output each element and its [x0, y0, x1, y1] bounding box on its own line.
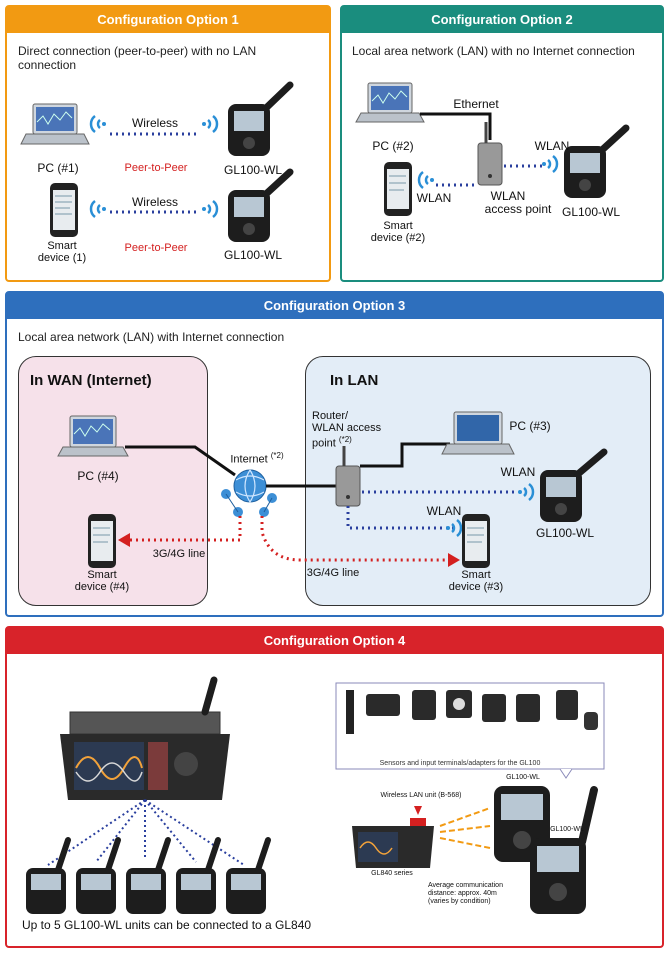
smartphone-icon [50, 183, 78, 237]
gl100-logger-icon [226, 837, 271, 914]
laptop-icon [355, 82, 425, 123]
gl100-logger-icon [26, 837, 71, 914]
option1-title: Configuration Option 1 [7, 7, 329, 33]
arrow-left-icon [118, 533, 130, 547]
gl100-label: GL100-WL [561, 205, 621, 219]
wlan-label: WLAN [500, 465, 536, 479]
signal-waves [439, 807, 491, 849]
p2p-label: Peer-to-Peer [124, 242, 188, 254]
wireless-waves-icon [417, 171, 434, 189]
option3-description: Local area network (LAN) with Internet c… [18, 330, 285, 344]
access-point-label-b: access point [484, 202, 552, 216]
internet-label-text: Internet [230, 453, 268, 466]
gl100-label: GL100-WL [223, 248, 283, 262]
wireless-unit-label: Wireless LAN unit (B-568) [380, 792, 462, 799]
sensors-box [335, 682, 605, 779]
ethernet-cable [125, 445, 236, 477]
lan-zone-title: In LAN [330, 372, 379, 389]
router-label-c: point (*2) [312, 434, 382, 450]
gl100-logger-icon [126, 837, 171, 914]
gl100-logger-icon [540, 448, 608, 522]
arrow-right-icon [448, 553, 460, 567]
smartphone-icon [88, 514, 116, 568]
option4-title: Configuration Option 4 [7, 628, 662, 654]
wlan-label: WLAN [426, 504, 462, 518]
globe-icon [221, 469, 277, 517]
gl100-logger-icon [76, 837, 121, 914]
cellular-label: 3G/4G line [152, 548, 206, 560]
distance-label-b: distance: approx. 40m [428, 890, 497, 897]
wireless-label: Wireless [131, 195, 178, 209]
gl100-label: GL100-WL [506, 774, 540, 781]
laptop-icon [20, 103, 90, 145]
wireless-waves-icon [89, 115, 106, 218]
gl840-logger-icon [60, 676, 230, 800]
ethernet-label: Ethernet [453, 97, 499, 111]
gl100-logger-icon [228, 168, 294, 242]
cellular-label: 3G/4G line [306, 567, 360, 579]
pc1-label: PC (#1) [37, 161, 79, 175]
gl100-label: GL100-WL [550, 826, 584, 833]
connection-fan [47, 799, 245, 866]
cellular-link [260, 516, 450, 562]
smartphone-icon [384, 162, 412, 216]
gl100-logger-icon [176, 837, 221, 914]
router-label-c-text: point [312, 437, 336, 450]
option2-panel: Configuration Option 2 [340, 5, 664, 282]
wireless-waves-icon [446, 483, 535, 537]
wireless-waves-icon [542, 155, 559, 173]
distance-label-a: Average communication [428, 882, 503, 889]
pc3-label: PC (#3) [509, 419, 551, 433]
smart-device1-label-b: device (1) [37, 252, 87, 264]
smart-device4-label-b: device (#4) [74, 581, 130, 593]
distance-label-c: (varies by condition) [428, 898, 491, 905]
wireless-label: Wireless [131, 116, 178, 130]
option4-caption: Up to 5 GL100-WL units can be connected … [22, 918, 312, 932]
smart-device2-label-b: device (#2) [370, 232, 426, 244]
gl100-label: GL100-WL [535, 526, 595, 540]
gl840-series-label: GL840 series [371, 870, 413, 877]
wan-zone [18, 356, 208, 606]
note-marker: (*2) [270, 451, 284, 460]
access-point-icon [477, 122, 503, 186]
wlan-link [346, 506, 454, 530]
smart-device2-label-a: Smart [383, 220, 413, 232]
access-point-label-a: WLAN [490, 189, 526, 203]
laptop-icon [57, 415, 129, 457]
pc2-label: PC (#2) [372, 139, 414, 153]
option2-title: Configuration Option 2 [342, 7, 662, 33]
smartphone-icon [462, 514, 490, 568]
smart-device1-label-a: Smart [47, 240, 77, 252]
option3-title: Configuration Option 3 [7, 293, 662, 319]
smart-device4-label-a: Smart [87, 569, 117, 581]
wireless-waves-icon [202, 115, 219, 218]
ethernet-cable [360, 442, 450, 468]
gl100-label: GL100-WL [223, 163, 283, 177]
sensors-caption: Sensors and input terminals/adapters for… [379, 760, 541, 767]
gl100-logger-icon [530, 786, 598, 914]
option2-description: Local area network (LAN) with no Interne… [352, 44, 635, 58]
wlan-label: WLAN [534, 139, 570, 153]
laptop-icon [441, 411, 515, 455]
p2p-label: Peer-to-Peer [124, 162, 188, 174]
router-label-b: WLAN access [312, 422, 382, 434]
option1-description: Direct connection (peer-to-peer) with no… [18, 44, 257, 72]
smart-device3-label-b: device (#3) [448, 581, 504, 593]
smart-device3-label-a: Smart [461, 569, 491, 581]
pc4-label: PC (#4) [77, 469, 119, 483]
note-marker: (*2) [338, 435, 352, 444]
wan-zone-title: In WAN (Internet) [30, 372, 152, 389]
cellular-link [128, 516, 242, 542]
gl100-logger-icon [228, 81, 294, 156]
gl840-logger-icon [352, 806, 434, 868]
router-label-a: Router/ [312, 410, 349, 422]
wlan-label: WLAN [416, 191, 452, 205]
ethernet-cable [420, 112, 492, 140]
internet-label: Internet (*2) [222, 450, 292, 466]
gl100-logger-icon [564, 124, 630, 198]
